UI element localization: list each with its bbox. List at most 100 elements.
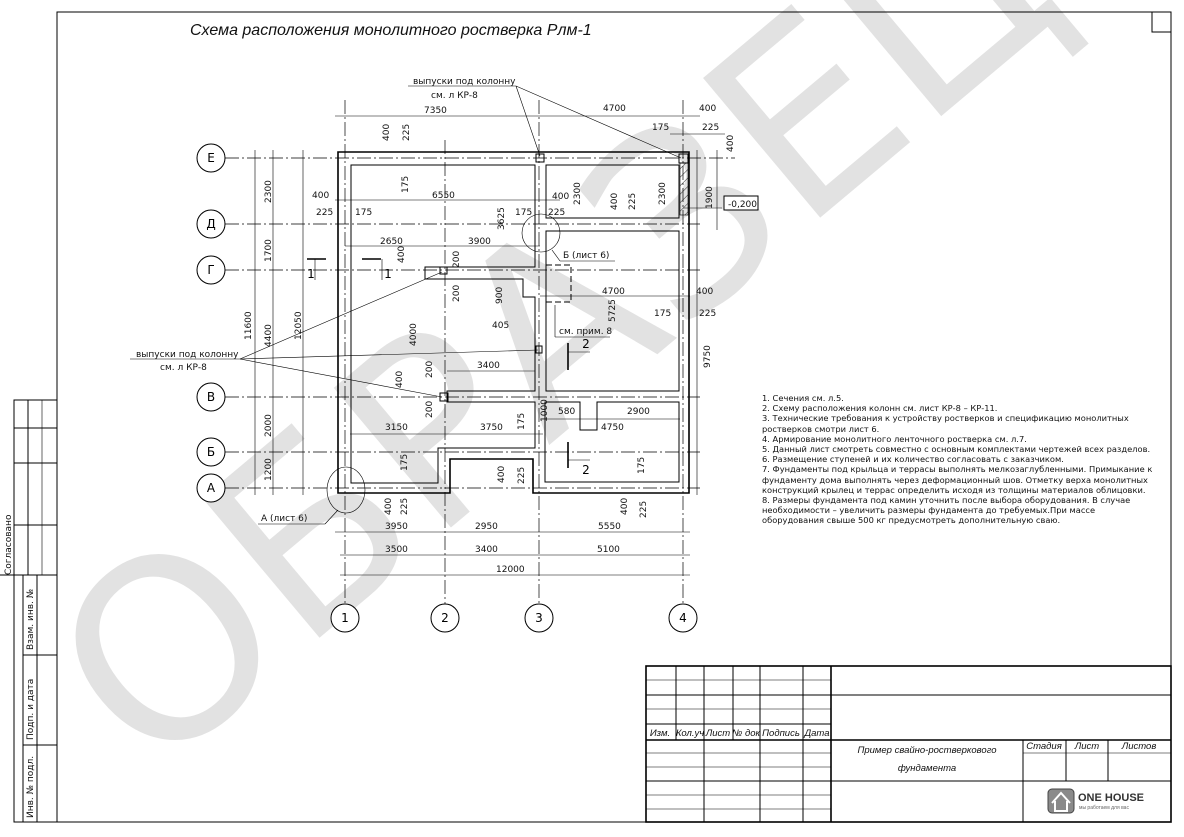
dimension-label: 225	[702, 123, 719, 133]
title-block-header: Подпись	[762, 728, 800, 739]
company-logo: ONE HOUSE мы работаем для вас	[1047, 788, 1144, 814]
dimension-label: 225	[400, 498, 410, 515]
axis-label: 4	[679, 611, 687, 625]
dimension-label: 6550	[432, 191, 455, 201]
axis-bubble	[330, 603, 360, 633]
foundation-plan	[326, 151, 690, 514]
axis-bubble	[196, 209, 226, 239]
elevation-label: -0,200	[728, 200, 757, 210]
note-item: 2. Схему расположения колонн см. лист КР…	[762, 403, 998, 414]
detail-b-circle	[521, 213, 561, 253]
callout-text: выпуски под колонну	[413, 77, 516, 87]
section-1-label: 1	[307, 267, 315, 281]
note-ref-label: см. прим. 8	[559, 327, 612, 337]
callout-text: выпуски под колонну	[136, 350, 239, 360]
axis-bubble	[524, 603, 554, 633]
room-mid-right	[545, 230, 680, 392]
column-outlet	[439, 266, 448, 275]
column-outlet	[678, 153, 689, 164]
axis-bubble	[430, 603, 460, 633]
sign-date-label: Подп. и дата	[26, 679, 36, 740]
hatched-column	[679, 162, 689, 216]
axis-label: 3	[535, 611, 543, 625]
section-2-label: 2	[582, 337, 590, 351]
dimension-label: 1900	[705, 186, 715, 209]
outer-contour	[337, 151, 690, 494]
axis-label: В	[207, 390, 215, 404]
dimension-label: 2650	[380, 237, 403, 247]
dimension-label: 225	[639, 501, 649, 518]
drawing-name-line1: Пример свайно-ростверкового	[857, 745, 996, 756]
dimension-label: 225	[517, 467, 527, 484]
dimension-label: 400	[395, 371, 405, 388]
sheet-header: Лист	[1074, 741, 1100, 752]
dimension-label: 3750	[480, 423, 503, 433]
detail-a-label: А (лист 6)	[261, 514, 307, 524]
dimension-label: 175	[400, 454, 410, 471]
dimension-label: 5100	[597, 545, 620, 555]
callouts: выпуски под колонну см. л КР-8 выпуски п…	[130, 77, 682, 525]
dimension-label: 175	[637, 457, 647, 474]
grid-axes	[225, 100, 735, 604]
note-item: 5. Данный лист смотреть совместно с осно…	[762, 444, 1151, 455]
axis-bubble	[196, 473, 226, 503]
note-item: 8. Размеры фундамента под камин уточнить…	[762, 495, 1131, 526]
dimension-label: 11600	[244, 311, 254, 340]
dimension-label: 4750	[601, 423, 624, 433]
column-outlet	[535, 345, 543, 354]
dimension-label: 7350	[424, 106, 447, 116]
dimension-label: 200	[425, 361, 435, 378]
detail-b-label: Б (лист 6)	[563, 251, 609, 261]
dimension-label: 1000	[540, 399, 550, 422]
dimension-label: 400	[497, 466, 507, 483]
title-block-header: Кол.уч	[676, 728, 704, 739]
axis-label: 1	[341, 611, 349, 625]
dimension-label: 400	[397, 246, 407, 263]
stage-header: Стадия	[1026, 741, 1062, 752]
dimension-label: 3950	[385, 522, 408, 532]
axis-label: 2	[441, 611, 449, 625]
note-item: 3. Технические требования к устройству р…	[762, 413, 1129, 434]
dimension-label: 4000	[409, 323, 419, 346]
axis-bubble	[196, 437, 226, 467]
dimension-label: 5550	[598, 522, 621, 532]
dimension-label: 2000	[264, 414, 274, 437]
axis-label: Е	[207, 151, 215, 165]
dimension-label: 175	[652, 123, 669, 133]
replace-inv-label: Взам. инв. №	[26, 589, 36, 650]
dimension-label: 225	[402, 124, 412, 141]
dimension-label: 175	[654, 309, 671, 319]
dimension-label: 3400	[477, 361, 500, 371]
dimension-label: 225	[316, 208, 333, 218]
dimension-label: 2900	[627, 407, 650, 417]
title-block-header: Изм.	[650, 728, 670, 739]
dimension-label: 405	[492, 321, 509, 331]
page-title: Схема расположения монолитного ростверка…	[190, 22, 592, 39]
dimension-label: 4400	[264, 324, 274, 347]
dimension-label: 175	[515, 208, 532, 218]
axis-bubble	[196, 382, 226, 412]
note-item: 4. Армирование монолитного ленточного ро…	[762, 433, 1027, 444]
section-2-label: 2	[582, 463, 590, 477]
dimension-label: 12000	[496, 565, 525, 575]
dimension-label: 400	[699, 104, 716, 114]
axis-label: Г	[207, 263, 214, 277]
dimension-label: 200	[452, 285, 462, 302]
callout-text: см. л КР-8	[160, 363, 207, 373]
dimension-label: 3400	[475, 545, 498, 555]
dimension-label: 580	[558, 407, 575, 417]
axis-bubble	[196, 143, 226, 173]
dimension-label: 400	[610, 193, 620, 210]
dimension-label: 3625	[497, 207, 507, 230]
dimension-label: 400	[696, 287, 713, 297]
drawing-name-line2: фундамента	[898, 763, 956, 774]
svg-text:мы работаем для вас: мы работаем для вас	[1079, 805, 1129, 811]
axis-bubble	[196, 255, 226, 285]
dimension-label: 200	[425, 401, 435, 418]
room-top-right	[545, 164, 680, 219]
dimension-label: 1700	[264, 239, 274, 262]
axis-label: Б	[207, 445, 215, 459]
callout-text: см. л КР-8	[431, 91, 478, 101]
